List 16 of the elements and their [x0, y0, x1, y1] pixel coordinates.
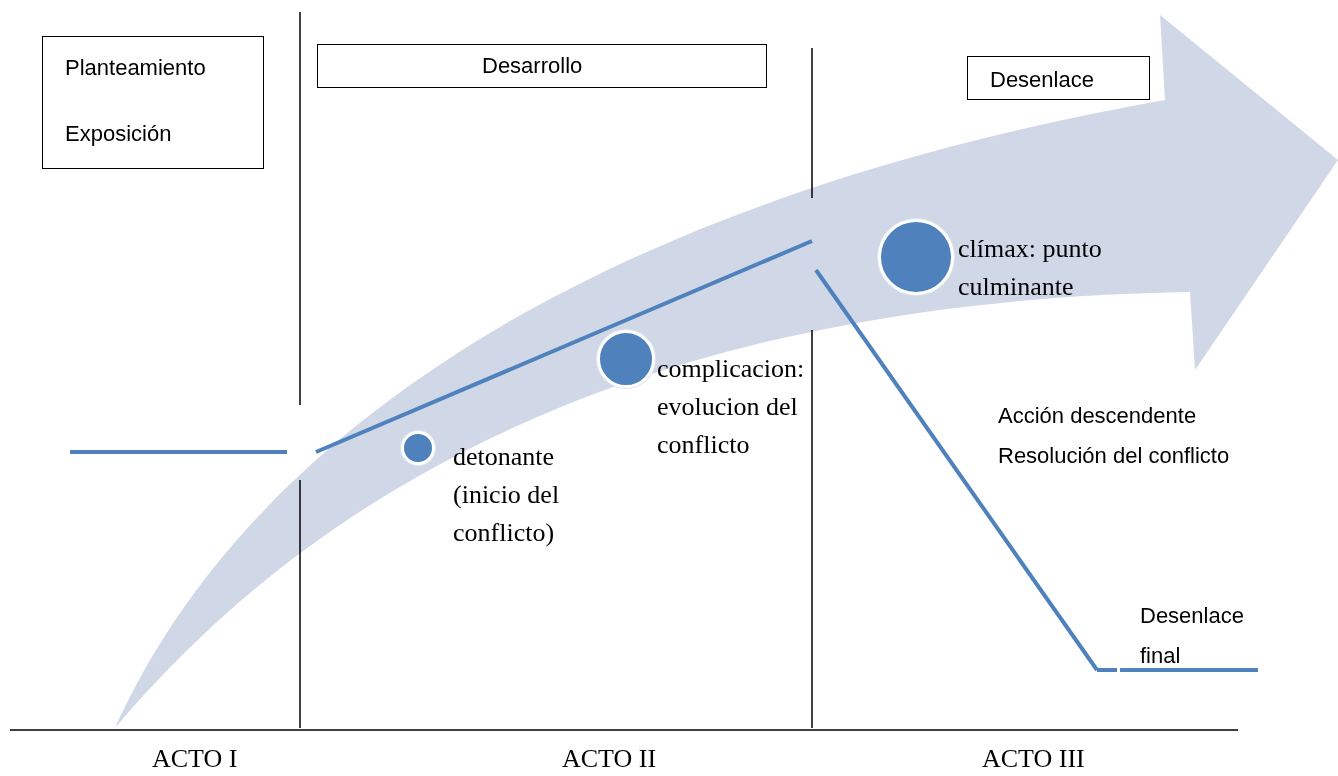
stage-title: Desarrollo	[482, 53, 583, 79]
stage-box	[317, 44, 767, 88]
stage-title: Desenlace	[990, 67, 1094, 93]
annotation-text: Desenlace final	[1140, 602, 1245, 670]
plot-point-label: clímax: punto culminante	[958, 233, 1103, 303]
plot-point-label: detonante (inicio del conflicto)	[453, 441, 561, 549]
stage-title: Exposición	[65, 121, 172, 147]
plot-point-label: complicacion: evolucion del conflicto	[657, 353, 806, 461]
stage-title: Planteamiento	[65, 55, 206, 81]
annotation-text: Resolución del conflicto	[998, 442, 1230, 470]
act-label: ACTO I	[152, 744, 238, 774]
act-label: ACTO II	[562, 744, 657, 774]
act-label: ACTO III	[982, 744, 1085, 774]
stage-box	[42, 36, 264, 169]
stage-box	[967, 56, 1150, 100]
annotation-text: Acción descendente	[998, 402, 1197, 430]
